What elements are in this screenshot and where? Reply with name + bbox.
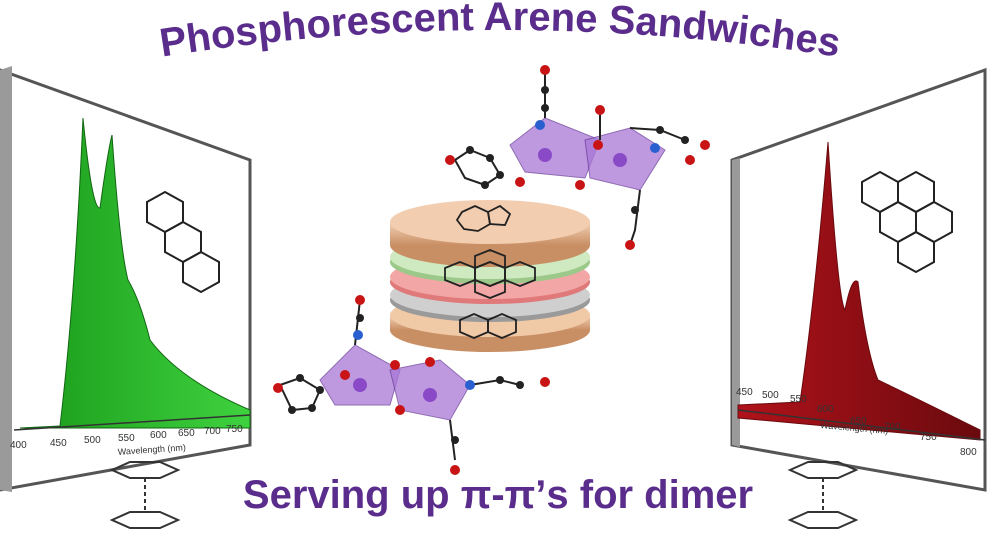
left-panel-edge — [0, 66, 12, 492]
atoms — [273, 295, 550, 475]
naphthalene-structure — [459, 313, 517, 339]
atoms — [445, 65, 710, 250]
right-tick-label: 800 — [960, 447, 977, 458]
right-tick-label: 750 — [920, 432, 937, 443]
green-emission-spectrum — [19, 117, 251, 429]
right-tick-label: 500 — [762, 390, 779, 401]
left-tick-labels: 400 450 500 550 600 650 700 750 — [10, 424, 243, 451]
left-tick-label: 750 — [226, 424, 243, 435]
left-tick-label: 400 — [10, 440, 27, 451]
left-x-axis — [13, 414, 251, 431]
left-tick-label: 700 — [204, 426, 221, 437]
left-x-axis-label: Wavelength (nm) — [117, 442, 186, 457]
right-tick-label: 700 — [884, 422, 901, 433]
left-spectrum-panel: 400 450 500 550 600 650 700 750 Waveleng… — [0, 66, 252, 492]
right-spectrum-panel: 450 500 550 600 650 700 750 800 Waveleng… — [730, 67, 987, 492]
right-tick-label: 550 — [790, 394, 807, 405]
left-tick-label: 600 — [150, 430, 167, 441]
page-subtitle: Serving up π-π’s for dimer — [243, 473, 753, 517]
left-tick-label: 450 — [50, 438, 67, 449]
arene-sandwich-stack — [390, 200, 590, 352]
page-title-text: Phosphorescent Arene Sandwiches — [157, 0, 844, 66]
anthracene-structure — [146, 190, 220, 294]
pyrene-stack-structure — [444, 249, 536, 299]
polyhedron-shape — [319, 344, 401, 406]
crystal-structure-bottom — [273, 295, 550, 475]
benzene-dimer-right — [787, 461, 859, 529]
right-panel-edge — [732, 158, 740, 447]
right-x-axis — [737, 409, 986, 441]
right-tick-label: 650 — [850, 416, 867, 427]
right-tick-label: 600 — [817, 404, 834, 415]
crystal-structure-top — [445, 65, 710, 250]
benzene-dimer-left — [109, 461, 181, 529]
right-tick-labels: 450 500 550 600 650 700 750 800 — [736, 387, 977, 458]
red-emission-spectrum — [737, 141, 981, 441]
left-tick-label: 500 — [84, 435, 101, 446]
azulene-structure — [455, 204, 512, 232]
pyrene-structure — [861, 170, 953, 274]
right-tick-label: 450 — [736, 387, 753, 398]
left-tick-label: 550 — [118, 433, 135, 444]
page-title: Phosphorescent Arene Sandwiches — [157, 0, 844, 66]
left-tick-label: 650 — [178, 428, 195, 439]
